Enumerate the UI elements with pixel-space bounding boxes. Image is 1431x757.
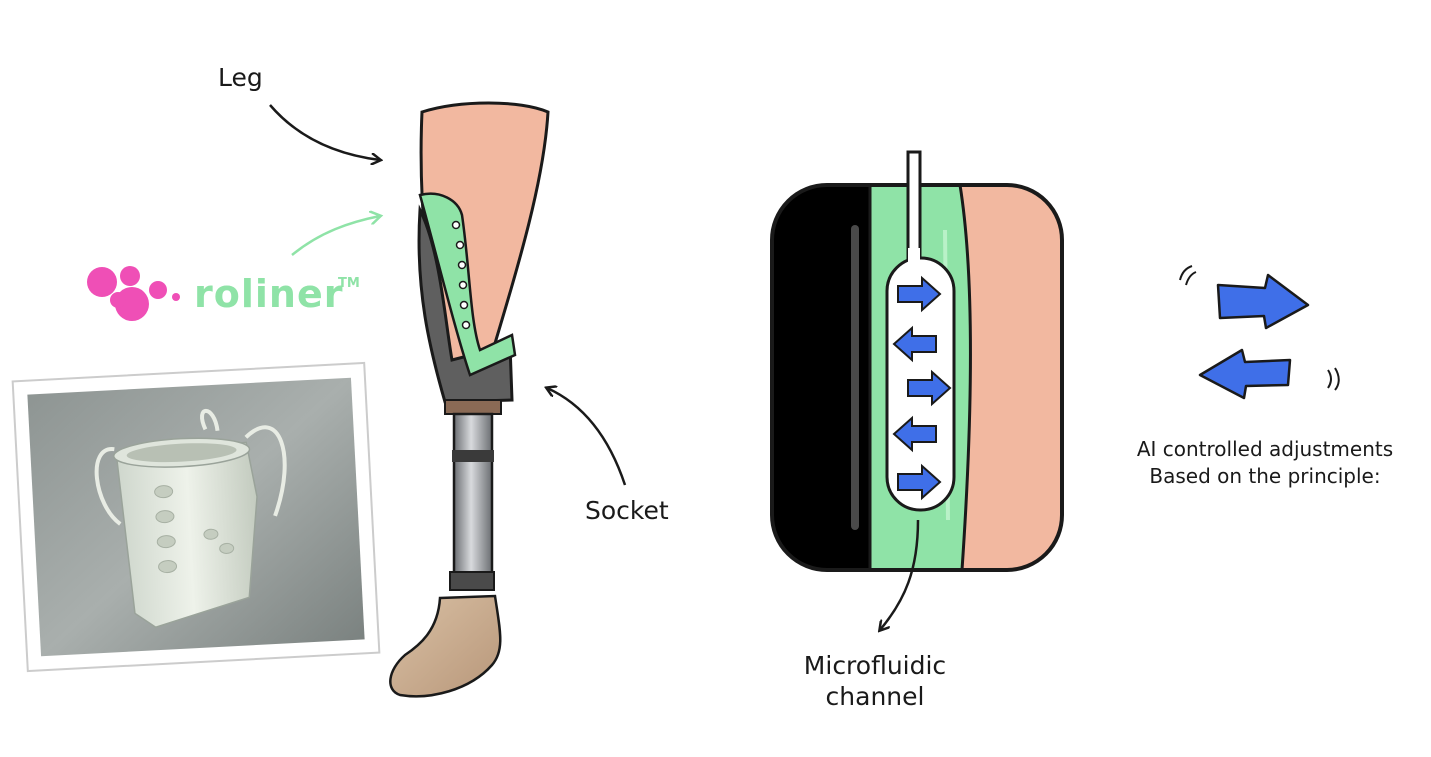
microfluidic-label: Microfluidic channel: [790, 650, 960, 713]
arrow-right-icon: [897, 275, 942, 313]
microfluidic-label-line2: channel: [825, 682, 925, 712]
prosthetic-leg: [389, 101, 550, 698]
socket-arrow: [547, 388, 627, 486]
ai-adjustments-label: AI controlled adjustments Based on the p…: [1115, 436, 1415, 490]
motion-mark-icon: [1179, 265, 1197, 286]
logo-bubbles-icon: [87, 266, 180, 321]
liner-arrow: [291, 216, 380, 256]
arrow-right-icon: [897, 463, 942, 501]
leg-arrow: [269, 104, 380, 160]
arrow-left-icon: [1198, 348, 1292, 400]
motion-mark-icon: [1327, 367, 1340, 391]
leg-label: Leg: [218, 63, 263, 92]
socket-label: Socket: [585, 496, 669, 525]
arrow-right-icon: [907, 369, 952, 407]
roliner-logo-trademark: TM: [338, 276, 360, 291]
ai-adjustment-arrows: [1179, 265, 1340, 400]
arrow-left-icon: [892, 415, 937, 453]
microfluidic-cross-section: [770, 150, 1064, 572]
ai-label-line1: AI controlled adjustments: [1136, 437, 1394, 461]
arrow-left-icon: [892, 325, 937, 363]
ai-label-line2: Based on the principle:: [1149, 464, 1381, 488]
microfluidic-label-line1: Microfluidic: [803, 651, 947, 680]
roliner-logo-text: roliner: [194, 272, 344, 316]
liner-photo: [11, 361, 381, 673]
arrow-right-icon: [1216, 273, 1310, 330]
microfluidic-arrow: [880, 519, 920, 630]
